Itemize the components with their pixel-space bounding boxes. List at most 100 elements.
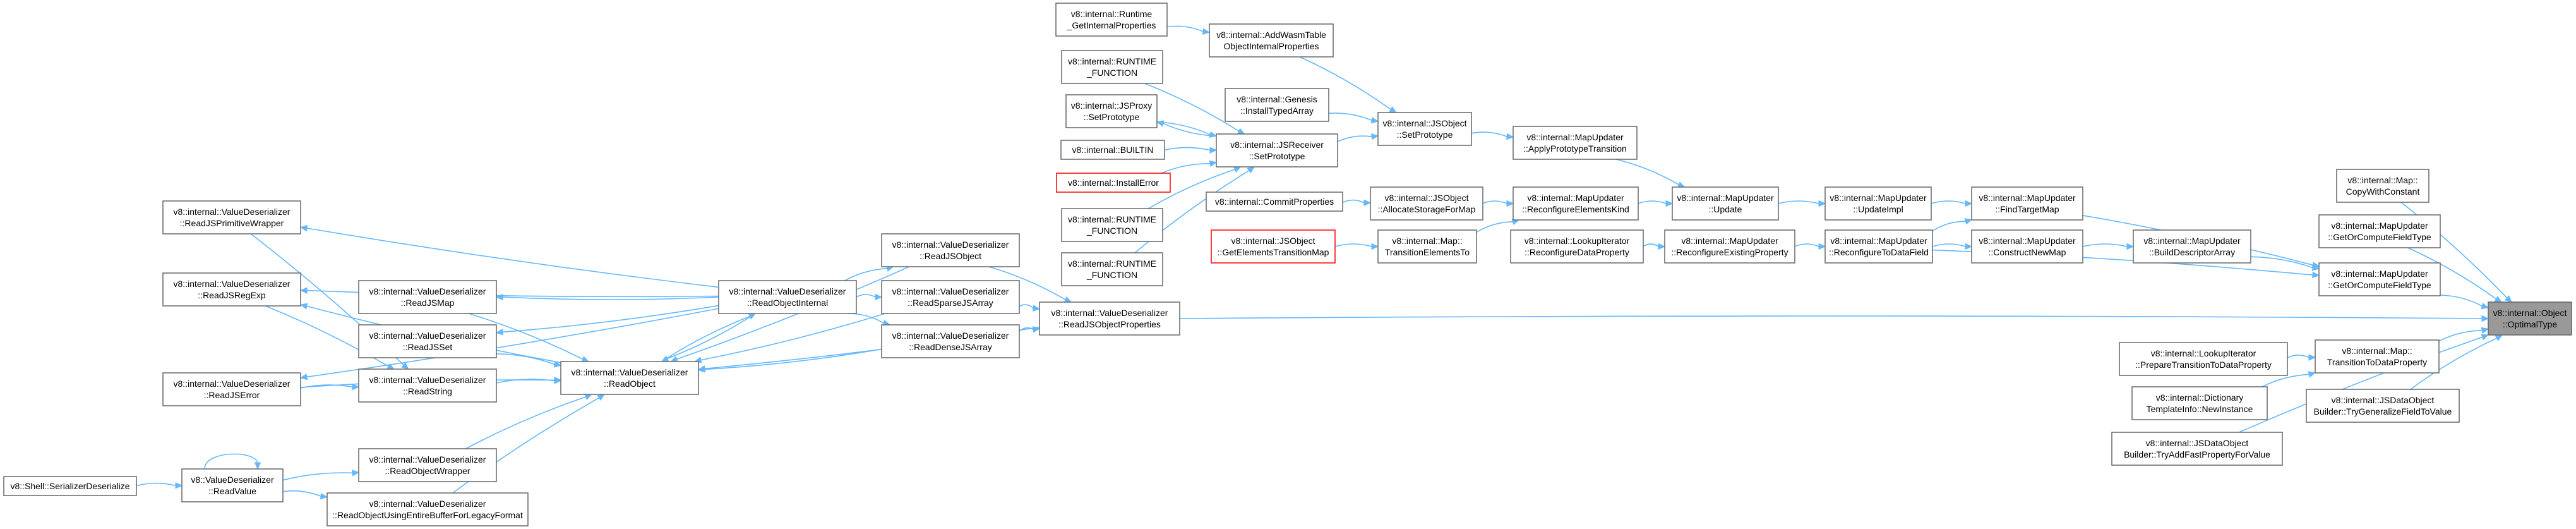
node-vd-readjsregexp[interactable]: v8::internal::ValueDeserializer::ReadJSR… xyxy=(162,272,301,307)
node-mu-updateimpl[interactable]: v8::internal::MapUpdater::UpdateImpl xyxy=(1824,186,1932,221)
node-builtin[interactable]: v8::internal::BUILTIN xyxy=(1060,140,1165,160)
node-commit-properties[interactable]: v8::internal::CommitProperties xyxy=(1206,192,1343,212)
node-label-line: ::InstallTypedArray xyxy=(1240,106,1314,116)
node-shell-serializer[interactable]: v8::Shell::SerializerDeserialize xyxy=(3,476,137,496)
node-label-line: v8::internal::ValueDeserializer xyxy=(369,454,486,465)
node-mu-getorcompute-a[interactable]: v8::internal::MapUpdater::GetOrComputeFi… xyxy=(2318,214,2441,248)
node-mu-builddesc[interactable]: v8::internal::MapUpdater::BuildDescripto… xyxy=(2133,229,2251,264)
node-jsobject-getelemtrans[interactable]: v8::internal::JSObject::GetElementsTrans… xyxy=(1211,229,1336,264)
node-mu-findtarget[interactable]: v8::internal::MapUpdater::FindTargetMap xyxy=(1971,186,2083,221)
node-label-line: v8::ValueDeserializer xyxy=(191,475,274,485)
node-label-line: Builder::TryAddFastPropertyForValue xyxy=(2124,449,2270,459)
node-box xyxy=(2336,169,2429,203)
arrowhead-vd_readobjectinternal-to-vd_readjsmap xyxy=(495,293,503,301)
node-label-line: Builder::TryGeneralizeFieldToValue xyxy=(2314,406,2452,417)
arrowhead-vd_readobjectinternal-to-vd_readjserror xyxy=(299,373,308,380)
node-label-line: ::ApplyPrototypeTransition xyxy=(1523,143,1627,154)
arrowhead-mu_update-to-mu_updateimpl xyxy=(1818,200,1826,207)
node-label-line: v8::internal::ValueDeserializer xyxy=(369,286,486,296)
node-vd-readjsprimwrapper[interactable]: v8::internal::ValueDeserializer::ReadJSP… xyxy=(162,200,301,234)
node-li-reconfdata[interactable]: v8::internal::LookupIterator::Reconfigur… xyxy=(1510,229,1644,264)
node-label-line: v8::internal::MapUpdater xyxy=(1979,236,2076,246)
node-vd-readobjentire[interactable]: v8::internal::ValueDeserializer::ReadObj… xyxy=(326,492,529,526)
node-label-line: v8::internal::ValueDeserializer xyxy=(369,499,486,509)
arrowhead-mu_reconftodatafield-to-mu_getorcompute_b xyxy=(2312,271,2320,279)
arrowhead-mu_applyproto-to-mu_update xyxy=(1677,181,1686,188)
node-genesis-install[interactable]: v8::internal::Genesis::InstallTypedArray xyxy=(1225,88,1329,122)
edge-mu_constructnew-to-mu_builddesc xyxy=(2082,243,2128,247)
arrowhead-jsreceiver_setproto-to-jsobject_setproto xyxy=(1370,133,1379,140)
node-object-optimaltype[interactable]: v8::internal::Object::OptimalType xyxy=(2488,301,2572,336)
node-vd-readobjectwrapper[interactable]: v8::internal::ValueDeserializer::ReadObj… xyxy=(358,448,497,482)
node-label-line: v8::internal::Dictionary xyxy=(2156,392,2244,403)
node-map-transtodata[interactable]: v8::internal::Map::TransitionToDataPrope… xyxy=(2315,339,2440,374)
edge-jsdob_trygeneralize-to-object_optimaltype xyxy=(2410,337,2497,390)
arrowhead-vd_readobjectinternal-to-vd_readsparse xyxy=(875,293,883,301)
node-vd-readobjectinternal[interactable]: v8::internal::ValueDeserializer::ReadObj… xyxy=(718,280,857,314)
node-box xyxy=(1824,229,1933,264)
edge-install_error-to-jsreceiver_setproto xyxy=(1161,162,1211,174)
node-label-line: ::ReconfigureToDataField xyxy=(1829,247,1929,257)
node-mu-constructnew[interactable]: v8::internal::MapUpdater::ConstructNewMa… xyxy=(1971,229,2083,264)
node-box xyxy=(1055,3,1168,37)
node-jsobject-setproto[interactable]: v8::internal::JSObject::SetPrototype xyxy=(1377,112,1472,146)
node-li-preparetrans[interactable]: v8::internal::LookupIterator::PrepareTra… xyxy=(2119,342,2288,376)
node-label-line: _FUNCTION xyxy=(1086,68,1137,78)
arrowhead-vd_readjsmap-to-vd_readobject xyxy=(581,356,590,363)
node-label-line: v8::internal::MapUpdater xyxy=(1830,236,1927,246)
node-jsdob-trygeneralize[interactable]: v8::internal::JSDataObjectBuilder::TryGe… xyxy=(2306,389,2460,423)
node-map-transelemto[interactable]: v8::internal::Map::TransitionElementsTo xyxy=(1377,229,1477,264)
edge-vd_readobjectinternal-to-vd_readjsmap xyxy=(502,296,719,300)
node-mu-update[interactable]: v8::internal::MapUpdater::Update xyxy=(1672,186,1779,221)
node-rt-function-2[interactable]: v8::internal::RUNTIME_FUNCTION xyxy=(1061,208,1163,242)
node-vd-readjserror[interactable]: v8::internal::ValueDeserializer::ReadJSE… xyxy=(162,372,301,406)
node-label-line: ::SetPrototype xyxy=(1249,151,1305,161)
node-box xyxy=(1061,252,1163,286)
node-vd-readsparse[interactable]: v8::internal::ValueDeserializer::ReadSpa… xyxy=(881,280,1020,314)
node-label-line: v8::internal::LookupIterator xyxy=(1525,236,1630,246)
node-label-line: v8::internal::MapUpdater xyxy=(2143,236,2241,246)
node-label-line: v8::internal::ValueDeserializer xyxy=(892,331,1009,341)
node-dict-newinstance[interactable]: v8::internal::DictionaryTemplateInfo::Ne… xyxy=(2131,386,2268,420)
node-vd-readdense[interactable]: v8::internal::ValueDeserializer::ReadDen… xyxy=(881,324,1020,358)
node-mu-reconfelemkind[interactable]: v8::internal::MapUpdater::ReconfigureEle… xyxy=(1513,186,1639,221)
edge-jsdob_tryaddfast-to-object_optimaltype xyxy=(2239,336,2483,433)
node-label-line: v8::internal::AddWasmTable xyxy=(1216,30,1326,40)
node-runtime-getinternal[interactable]: v8::internal::Runtime_GetInternalPropert… xyxy=(1055,3,1168,37)
node-label-line: v8::internal::ValueDeserializer xyxy=(892,240,1009,250)
arrowhead-li_reconfdata-to-mu_reconfexisting xyxy=(1658,243,1666,250)
node-jsobject-allocstorage[interactable]: v8::internal::JSObject::AllocateStorageF… xyxy=(1370,186,1483,221)
node-addwasm[interactable]: v8::internal::AddWasmTableObjectInternal… xyxy=(1209,23,1334,58)
node-mu-applyproto[interactable]: v8::internal::MapUpdater::ApplyPrototype… xyxy=(1513,126,1638,160)
node-mu-reconfexisting[interactable]: v8::internal::MapUpdater::ReconfigureExi… xyxy=(1664,229,1795,264)
edge-jsobject_allocstorage-to-mu_reconfelemkind xyxy=(1482,200,1507,204)
node-box xyxy=(1824,186,1932,221)
node-label-line: v8::internal::Map:: xyxy=(1392,236,1462,246)
node-label-line: ::ReconfigureExistingProperty xyxy=(1671,247,1788,257)
node-jsdob-tryaddfast[interactable]: v8::internal::JSDataObjectBuilder::TryAd… xyxy=(2111,432,2283,466)
arrowhead-runtime_getinternal-to-addwasm xyxy=(1202,28,1211,35)
node-vd-readjsobject[interactable]: v8::internal::ValueDeserializer::ReadJSO… xyxy=(881,233,1020,267)
arrowhead-jsobject_allocstorage-to-mu_reconfelemkind xyxy=(1506,200,1514,207)
node-box xyxy=(358,324,497,358)
node-vd-readjsmap[interactable]: v8::internal::ValueDeserializer::ReadJSM… xyxy=(358,280,497,314)
node-rt-function-3[interactable]: v8::internal::RUNTIME_FUNCTION xyxy=(1061,252,1163,286)
node-jsproxy-setproto[interactable]: v8::internal::JSProxy::SetPrototype xyxy=(1065,94,1158,128)
node-vd-readjsset[interactable]: v8::internal::ValueDeserializer::ReadJSS… xyxy=(358,324,497,358)
node-mu-reconftodatafield[interactable]: v8::internal::MapUpdater::ReconfigureToD… xyxy=(1824,229,1933,264)
arrowhead-jsobject_setproto-to-mu_applyproto xyxy=(1506,133,1514,140)
node-label-line: v8::internal::BUILTIN xyxy=(1072,145,1154,155)
node-box xyxy=(1377,229,1477,264)
arrowhead-dict_newinstance-to-map_transtodata xyxy=(2308,371,2316,378)
node-mu-getorcompute-b[interactable]: v8::internal::MapUpdater::GetOrComputeFi… xyxy=(2318,262,2441,296)
node-vd-readstring[interactable]: v8::internal::ValueDeserializer::ReadStr… xyxy=(358,368,497,403)
arrowhead-map_transtodata-to-object_optimaltype xyxy=(2481,327,2489,334)
node-map-copywithconst[interactable]: v8::internal::Map::CopyWithConstant xyxy=(2336,169,2429,203)
node-box xyxy=(718,280,857,314)
node-rt-function-1[interactable]: v8::internal::RUNTIME_FUNCTION xyxy=(1061,50,1163,84)
node-install-error[interactable]: v8::internal::InstallError xyxy=(1056,173,1171,193)
node-vd-readvalue[interactable]: v8::ValueDeserializer::ReadValue xyxy=(181,468,284,502)
node-vd-readjsobjprops[interactable]: v8::internal::ValueDeserializer::ReadJSO… xyxy=(1039,301,1180,336)
node-jsreceiver-setproto[interactable]: v8::internal::JSReceiver::SetPrototype xyxy=(1216,133,1338,167)
node-vd-readobject[interactable]: v8::internal::ValueDeserializer::ReadObj… xyxy=(560,361,699,395)
